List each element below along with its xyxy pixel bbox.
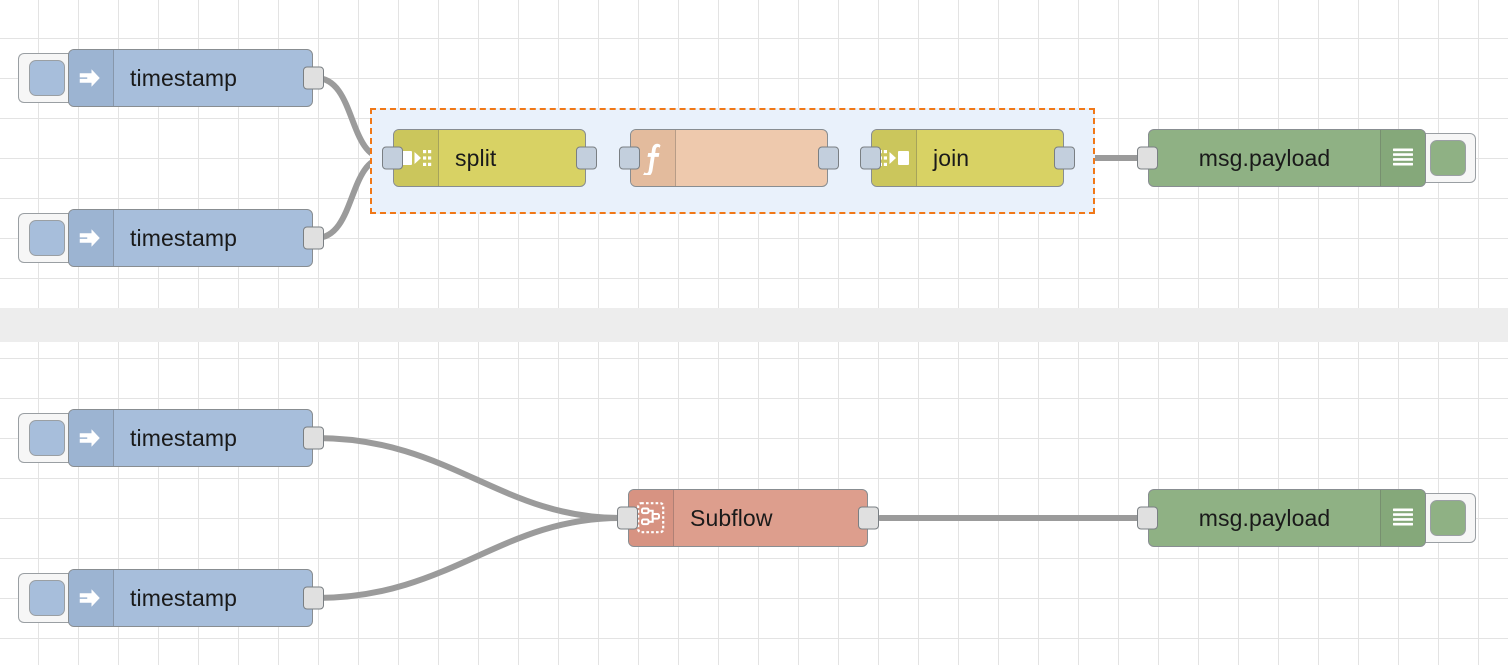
node-label: msg.payload	[1198, 504, 1331, 531]
node-subflow[interactable]: Subflow	[617, 489, 879, 547]
debug-toggle-button-1[interactable]	[1420, 133, 1476, 183]
debug-toggle-button-2[interactable]	[1420, 493, 1476, 543]
inject-button-3[interactable]	[18, 413, 74, 463]
input-port[interactable]	[617, 506, 638, 530]
output-port[interactable]	[303, 226, 324, 250]
output-port[interactable]	[858, 506, 879, 530]
node-inject-2[interactable]: timestamp	[68, 209, 324, 267]
node-label	[676, 130, 827, 186]
inject-button-2[interactable]	[18, 213, 74, 263]
node-label: msg.payload	[1198, 144, 1331, 171]
arrow-right-icon	[69, 210, 114, 266]
debug-toggle-knob	[1429, 140, 1466, 176]
inject-button-1[interactable]	[18, 53, 74, 103]
output-port[interactable]	[303, 66, 324, 90]
wire-inject4-subflow	[313, 515, 623, 601]
node-label: timestamp	[130, 424, 237, 451]
debug-toggle-knob	[1429, 500, 1466, 536]
node-join[interactable]: join	[860, 129, 1075, 187]
node-label: Subflow	[690, 504, 773, 531]
inject-button-knob	[28, 60, 65, 96]
inject-button-knob	[28, 580, 65, 616]
node-inject-1[interactable]: timestamp	[68, 49, 324, 107]
input-port[interactable]	[860, 146, 881, 170]
output-port[interactable]	[576, 146, 597, 170]
input-port[interactable]	[1137, 506, 1158, 530]
arrow-right-icon	[69, 50, 114, 106]
output-port[interactable]	[303, 586, 324, 610]
output-port[interactable]	[303, 426, 324, 450]
wire-inject3-subflow	[313, 435, 623, 521]
debug-lines-icon	[1380, 490, 1425, 546]
node-split[interactable]: split	[382, 129, 597, 187]
node-inject-3[interactable]: timestamp	[68, 409, 324, 467]
output-port[interactable]	[818, 146, 839, 170]
debug-lines-icon	[1380, 130, 1425, 186]
node-label: timestamp	[130, 64, 237, 91]
arrow-right-icon	[69, 570, 114, 626]
inject-button-4[interactable]	[18, 573, 74, 623]
arrow-right-icon	[69, 410, 114, 466]
output-port[interactable]	[1054, 146, 1075, 170]
panel-divider	[0, 308, 1508, 342]
node-label: timestamp	[130, 224, 237, 251]
node-label: timestamp	[130, 584, 237, 611]
node-label: split	[455, 144, 497, 171]
inject-button-knob	[28, 420, 65, 456]
node-function[interactable]	[619, 129, 839, 187]
node-debug-2[interactable]: msg.payload	[1137, 489, 1426, 547]
input-port[interactable]	[619, 146, 640, 170]
node-label: join	[933, 144, 970, 171]
input-port[interactable]	[1137, 146, 1158, 170]
node-debug-1[interactable]: msg.payload	[1137, 129, 1426, 187]
inject-button-knob	[28, 220, 65, 256]
node-inject-4[interactable]: timestamp	[68, 569, 324, 627]
input-port[interactable]	[382, 146, 403, 170]
